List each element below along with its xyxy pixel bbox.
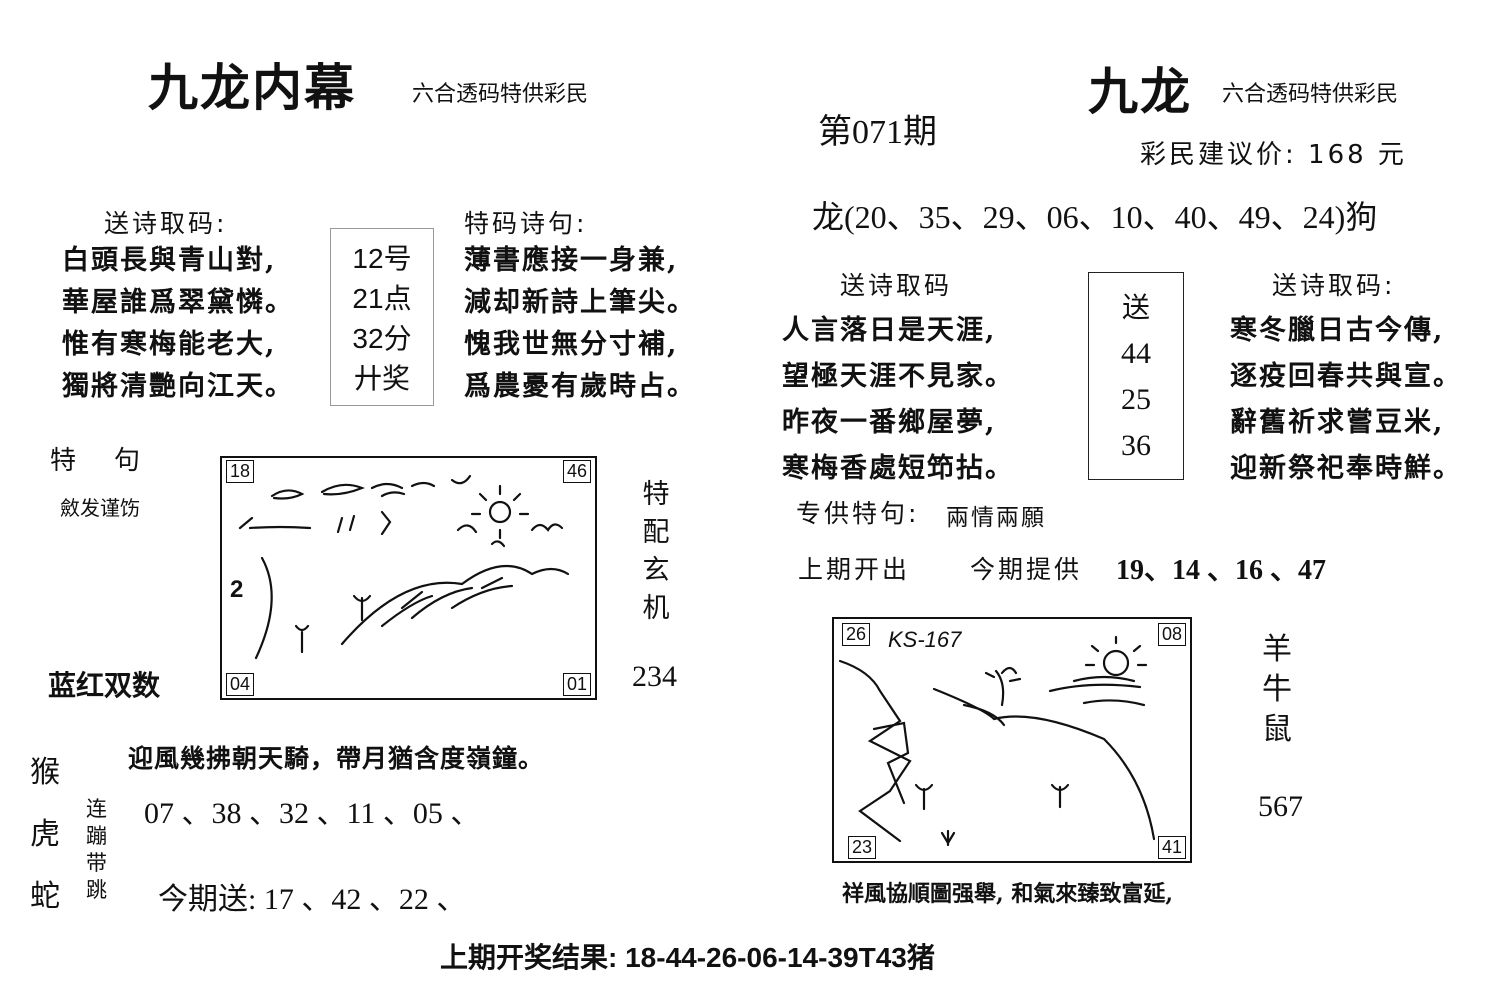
left-subtitle: 六合透码特供彩民 bbox=[412, 82, 589, 107]
right-poem1: 人言落日是天涯, 望極天涯不見家。 昨夜一番鄉屋夢, 寒梅香處短笻拈。 bbox=[782, 308, 1014, 492]
left-verse: 迎風幾拂朝天騎，帶月猶含度嶺鐘。 bbox=[128, 744, 545, 773]
corner-number: 46 bbox=[562, 460, 591, 483]
left-special-poem: 薄書應接一身兼, 減却新詩上筆尖。 愧我世無分寸補, 爲農憂有歲時占。 bbox=[464, 240, 696, 408]
right-side-number: 567 bbox=[1258, 790, 1303, 823]
animals-vertical: 猴 虎 蛇 bbox=[30, 742, 60, 928]
right-side-vertical: 羊 牛 鼠 bbox=[1262, 630, 1292, 750]
left-special-header: 特码诗句: bbox=[464, 209, 588, 238]
right-send-box: 送 44 25 36 bbox=[1088, 272, 1184, 480]
animal-char: 猴 bbox=[30, 755, 60, 790]
picture-scrawl: KS-167 bbox=[888, 627, 962, 652]
right-poem2: 寒冬臘日古今傳, 逐疫回春共與宣。 辭舊祈求嘗豆米, 迎新祭祀奉時鮮。 bbox=[1230, 308, 1462, 492]
poem-line: 寒冬臘日古今傳, bbox=[1230, 315, 1445, 346]
code-box-line: 12号 bbox=[352, 243, 412, 274]
picture-number: 2 bbox=[230, 576, 244, 603]
poem-line: 白頭長與青山對, bbox=[62, 245, 277, 276]
right-poem1-header: 送诗取码 bbox=[840, 271, 953, 300]
poem-line: 愧我世無分寸補, bbox=[464, 329, 679, 360]
animal-char: 虎 bbox=[30, 817, 60, 852]
special-text: 兩情兩願 bbox=[946, 505, 1046, 531]
poem-line: 逐疫回春共與宣。 bbox=[1230, 361, 1462, 392]
poem-line: 辭舊祈求嘗豆米, bbox=[1230, 407, 1445, 438]
poem-line: 人言落日是天涯, bbox=[782, 315, 997, 346]
price: 彩民建议价: 168 元 bbox=[1140, 140, 1407, 170]
code-box-line: 廾奖 bbox=[353, 363, 410, 394]
poem-line: 減却新詩上筆尖。 bbox=[464, 287, 696, 318]
corner-number: 04 bbox=[226, 673, 255, 696]
send-line: 今期送: 17 、42 、22 、 bbox=[158, 883, 467, 916]
send-box-line: 送 bbox=[1121, 291, 1150, 324]
zodiac-char: 羊 bbox=[1262, 632, 1292, 667]
left-code-box: 12号 21点 32分 廾奖 bbox=[330, 228, 434, 406]
left-title: 九龙内幕 bbox=[148, 58, 356, 117]
left-poem: 白頭長與青山對, 華屋誰爲翠黛憐。 惟有寒梅能老大, 獨將清艷向江天。 bbox=[62, 240, 294, 408]
send-box-line: 44 bbox=[1121, 337, 1151, 370]
left-hint-picture: 18 46 04 01 2 bbox=[220, 456, 597, 700]
code-box-line: 21点 bbox=[352, 283, 412, 314]
lianbeng-char: 连 bbox=[86, 797, 107, 821]
lianbeng-numbers: 07 、38 、32 、11 、05 、 bbox=[144, 797, 481, 830]
poem-line: 獨將清艷向江天。 bbox=[62, 371, 294, 402]
right-title: 九龙 bbox=[1088, 62, 1192, 121]
poem-line: 迎新祭祀奉時鮮。 bbox=[1230, 453, 1462, 484]
zodiac-char: 牛 bbox=[1262, 672, 1292, 707]
lianbeng-char: 带 bbox=[86, 851, 107, 875]
corner-number: 18 bbox=[226, 460, 255, 483]
right-poem2-header: 送诗取码: bbox=[1272, 271, 1396, 300]
right-subtitle: 六合透码特供彩民 bbox=[1222, 82, 1399, 107]
right-verse: 祥風協順圖强舉, 和氣來臻致富延, bbox=[842, 881, 1173, 907]
lianbeng-vertical: 连 蹦 带 跳 bbox=[86, 796, 107, 904]
corner-number: 26 bbox=[842, 623, 871, 646]
provide-numbers: 19、14 、16 、47 bbox=[1116, 555, 1327, 586]
provide-label: 今期提供 bbox=[970, 555, 1083, 584]
poem-line: 寒梅香處短笻拈。 bbox=[782, 453, 1014, 484]
lianbeng-char: 跳 bbox=[86, 878, 107, 902]
lianbeng-char: 蹦 bbox=[86, 824, 107, 848]
poem-line: 昨夜一番鄉屋夢, bbox=[782, 407, 997, 438]
animal-char: 蛇 bbox=[30, 879, 60, 914]
send-box-line: 36 bbox=[1121, 429, 1151, 462]
poem-line: 惟有寒梅能老大, bbox=[62, 329, 277, 360]
last-result: 上期开奖结果: 18-44-26-06-14-39T43猪 bbox=[440, 942, 935, 973]
poem-line: 薄書應接一身兼, bbox=[464, 245, 679, 276]
left-poem-header: 送诗取码: bbox=[104, 209, 228, 238]
corner-number: 41 bbox=[1157, 836, 1186, 859]
poem-line: 爲農憂有歲時占。 bbox=[464, 371, 696, 402]
left-side-number: 234 bbox=[632, 660, 677, 693]
zodiac-char: 鼠 bbox=[1262, 712, 1292, 747]
corner-number: 23 bbox=[848, 836, 877, 859]
dragon-line: 龙(20、35、29、06、10、40、49、24)狗 bbox=[812, 199, 1378, 235]
left-side-vertical: 特配玄机 bbox=[642, 479, 670, 624]
special-label: 专供特句: bbox=[796, 499, 920, 528]
send-box-line: 25 bbox=[1121, 383, 1151, 416]
code-box-line: 32分 bbox=[352, 323, 412, 354]
teju-text: 斂发谨饬 bbox=[60, 496, 140, 520]
corner-number: 01 bbox=[562, 673, 591, 696]
landscape-sketch bbox=[238, 474, 570, 660]
last-label: 上期开出 bbox=[798, 555, 911, 584]
issue-number: 第071期 bbox=[818, 114, 937, 151]
poem-line: 望極天涯不見家。 bbox=[782, 361, 1014, 392]
color-label: 蓝红双数 bbox=[48, 669, 161, 702]
corner-number: 08 bbox=[1157, 623, 1186, 646]
teju-label: 特 句 bbox=[50, 446, 147, 476]
landscape-sketch bbox=[838, 635, 1156, 847]
poem-line: 華屋誰爲翠黛憐。 bbox=[62, 287, 294, 318]
right-hint-picture: 26 08 23 41 KS-167 bbox=[832, 617, 1192, 863]
